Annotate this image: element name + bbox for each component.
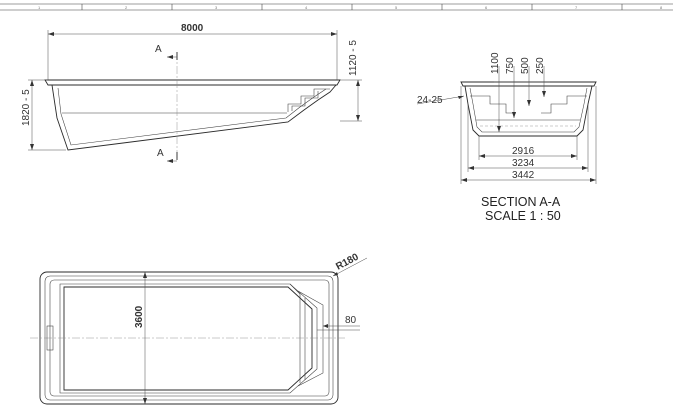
section-width-3234: 3234 xyxy=(512,158,535,169)
side-rim xyxy=(44,79,341,86)
section-rim xyxy=(460,81,597,87)
zone-label: 2 xyxy=(125,5,128,10)
section-shell xyxy=(464,85,593,137)
section-depth-750: 750 xyxy=(505,57,516,74)
section-depth-250: 250 xyxy=(535,57,546,74)
section-marker-bottom: A xyxy=(157,148,164,159)
side-length-label: 8000 xyxy=(181,23,204,34)
section-width-2916: 2916 xyxy=(512,146,535,157)
section-depth-1100: 1100 xyxy=(490,52,501,74)
zone-label: 4 xyxy=(305,5,308,10)
section-scale: SCALE 1 : 50 xyxy=(485,209,561,223)
zone-label: 8 xyxy=(660,5,663,10)
side-view: 8000 1120 - 5 1820 - 5 A A xyxy=(21,23,362,163)
zone-label: 5 xyxy=(395,5,398,10)
side-height-left-label: 1820 - 5 xyxy=(21,89,32,126)
section-marker-top: A xyxy=(155,44,162,55)
side-steps xyxy=(287,88,330,112)
plan-skimmer xyxy=(46,325,54,351)
plan-steps xyxy=(289,283,324,387)
side-height-right-label: 1120 - 5 xyxy=(348,40,359,76)
section-view: 1100 750 500 250 24-25 2916 3234 3442 SE… xyxy=(416,52,597,223)
plan-width-label: 3600 xyxy=(134,305,145,328)
section-width-3442: 3442 xyxy=(512,170,535,181)
zone-label: 1 xyxy=(38,5,41,10)
sheet-border: 1 2 3 4 5 6 7 8 xyxy=(0,3,673,11)
side-shell xyxy=(51,84,337,151)
zone-label: 3 xyxy=(215,5,218,10)
plan-view: 3600 R180 80 xyxy=(30,252,368,405)
plan-pool-floor xyxy=(63,286,313,391)
plan-step-dim-label: 80 xyxy=(345,315,357,326)
plan-radius-label: R180 xyxy=(334,252,361,273)
section-title: SECTION A-A xyxy=(481,195,561,209)
section-flange-label: 24-25 xyxy=(417,95,443,106)
zone-label: 7 xyxy=(575,5,578,10)
zone-label: 6 xyxy=(485,5,488,10)
section-depth-500: 500 xyxy=(520,57,531,74)
